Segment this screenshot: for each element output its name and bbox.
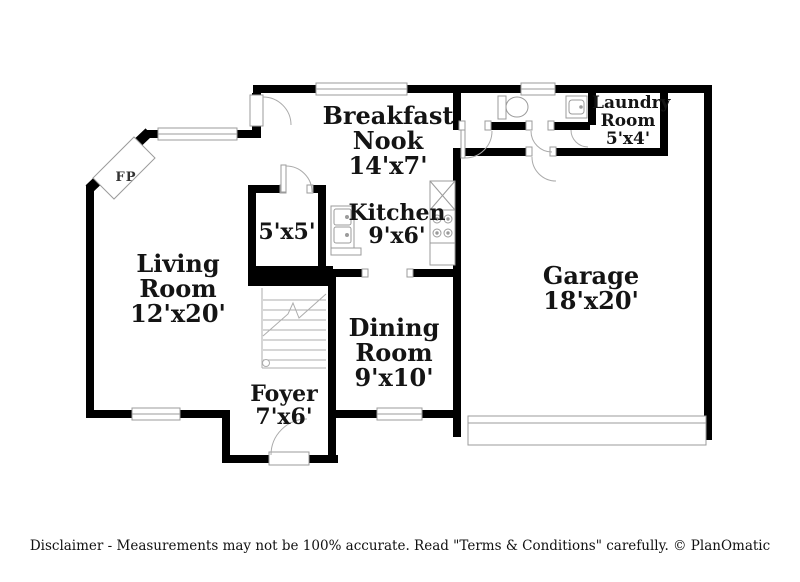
sink-icon [565,95,588,119]
room-name: Garage [542,261,640,290]
window [157,127,238,141]
wall-segment [556,148,668,156]
room-name: Kitchen [348,200,446,226]
hallway-door [460,129,493,159]
wall-segment [86,185,94,418]
wall-segment [306,455,338,463]
fireplace-label: FP [115,170,137,185]
room-dims: 5'x4' [605,129,651,150]
wall-segment [660,93,668,156]
room-label-kitchen: Kitchen 9'x6' [337,202,457,248]
door-jamb [484,120,492,131]
wall-segment [248,185,286,193]
wall-segment [490,122,532,130]
wall-segment [248,185,256,286]
room-name: Living Room [136,249,220,303]
wall-segment [253,85,712,93]
wall-segment [222,410,230,463]
room-name: Laundry Room [592,93,671,132]
wall-segment [222,455,275,463]
laundry-door [570,129,589,148]
room-dims: 14'x7' [348,150,428,180]
wall-segment [309,185,326,193]
door-jamb [525,120,533,131]
garage-door-icon [467,415,707,446]
room-label-garage: Garage 18'x20' [521,261,661,315]
door-jamb [306,184,314,194]
disclaimer-text: Disclaimer - Measurements may not be 100… [29,538,771,554]
room-dims: 9'x10' [354,362,434,392]
door-jamb [406,268,414,278]
window [131,407,181,421]
bathroom-door [530,130,553,153]
door-jamb [525,146,533,157]
stairs-icon [261,288,327,369]
closet-door [280,164,313,193]
room-label-closet: 5'x5' [252,221,322,244]
wall-segment [453,148,532,156]
front-door [268,418,310,466]
refrigerator-icon [429,180,456,266]
wall-segment [413,269,461,277]
window [376,407,423,421]
room-name: Foyer [250,381,318,407]
fireplace-icon [92,136,156,200]
wall-segment [318,185,326,277]
door-jamb [547,120,555,131]
room-dims: 5'x5' [258,219,316,245]
window [315,82,408,96]
wall-segment [704,85,712,440]
room-dims: 7'x6' [255,403,313,430]
deck-door [249,94,292,127]
wall-segment [453,148,461,437]
window [520,82,556,96]
room-dims: 12'x20' [130,298,226,328]
garage-entry-door [531,156,557,182]
room-label-breakfast-nook: Breakfast Nook 14'x7' [308,101,468,180]
room-label-laundry-room: Laundry Room 5'x4' [592,93,671,150]
toilet-icon [497,95,529,120]
windows [131,82,556,421]
double-basin-sink-icon [330,205,362,256]
room-label-foyer: Foyer 7'x6' [234,383,334,429]
wall-segment [328,269,336,463]
fixtures [92,95,707,446]
room-dims: 9'x6' [368,222,426,249]
door-jamb [361,268,369,278]
four-burner-range-icon [432,214,453,238]
wall-segment [318,269,366,277]
wall-segment [588,93,596,125]
room-name: Dining Room [348,313,440,367]
room-label-dining-room: Dining Room 9'x10' [339,313,449,392]
wall-segment [550,122,590,130]
wall-segment [248,266,333,286]
room-dims: 18'x20' [543,285,639,315]
room-label-living-room: Living Room 12'x20' [123,249,233,328]
wall-segment [453,93,461,125]
room-name: Breakfast Nook [322,101,454,155]
doors [249,94,589,466]
